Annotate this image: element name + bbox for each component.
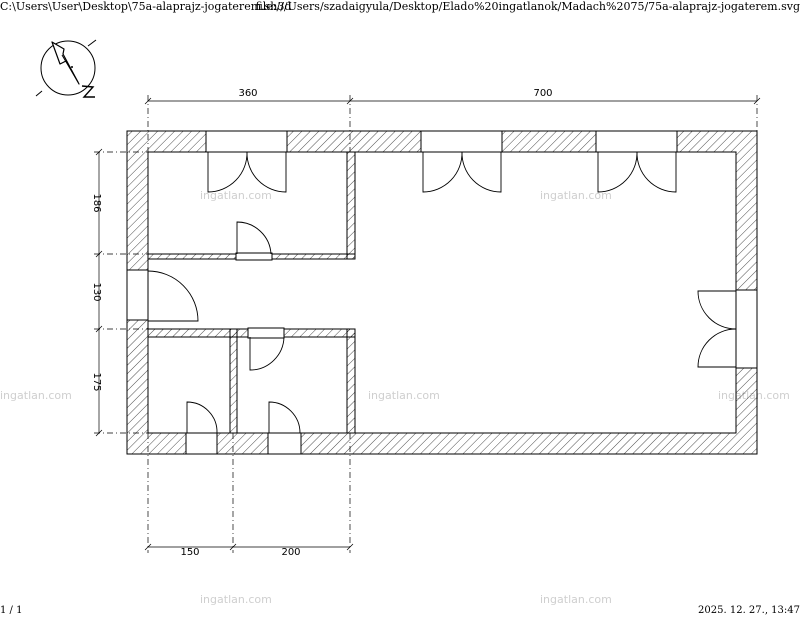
- dimension-label-top-right: 700: [533, 88, 552, 99]
- window: [735, 289, 758, 369]
- door-opening: [126, 269, 149, 321]
- door-swings: [147, 151, 737, 434]
- dimension-label-bottom-left: 150: [180, 547, 199, 558]
- header-file-url: file:///Users/szadaigyula/Desktop/Elado%…: [255, 0, 800, 13]
- window: [420, 130, 503, 153]
- watermark: ingatlan.com: [200, 593, 272, 606]
- openings: [126, 130, 758, 455]
- dimension-label-side-middle: 130: [91, 282, 102, 301]
- door-opening: [185, 432, 218, 455]
- watermarks: ingatlan.com ingatlan.com ingatlan.com i…: [0, 189, 790, 606]
- compass: [35, 39, 97, 98]
- footer-timestamp: 2025. 12. 27., 13:47: [698, 605, 800, 616]
- dimension-label-side-upper: 186: [91, 193, 102, 212]
- window: [595, 130, 678, 153]
- watermark: ingatlan.com: [368, 389, 440, 402]
- footer-page-indicator: 1 / 1: [0, 605, 23, 616]
- header-file-path: C:\Users\User\Desktop\75a-alaprajz-jogat…: [0, 0, 292, 13]
- walls: [126, 130, 758, 455]
- watermark: ingatlan.com: [540, 189, 612, 202]
- dimension-label-bottom-right: 200: [281, 547, 300, 558]
- dimension-label-side-lower: 175: [91, 372, 102, 391]
- north-letter-n: [81, 85, 95, 98]
- dimension-label-top-left: 360: [238, 88, 257, 99]
- dimension-labels: 360 700 186 130 175 150 200: [91, 88, 553, 558]
- door-opening: [235, 252, 273, 261]
- watermark: ingatlan.com: [540, 593, 612, 606]
- watermark: ingatlan.com: [0, 389, 72, 402]
- window: [205, 130, 288, 153]
- dimension-lines: [94, 95, 761, 553]
- door-opening: [267, 432, 302, 455]
- watermark: ingatlan.com: [200, 189, 272, 202]
- door-opening: [247, 327, 285, 339]
